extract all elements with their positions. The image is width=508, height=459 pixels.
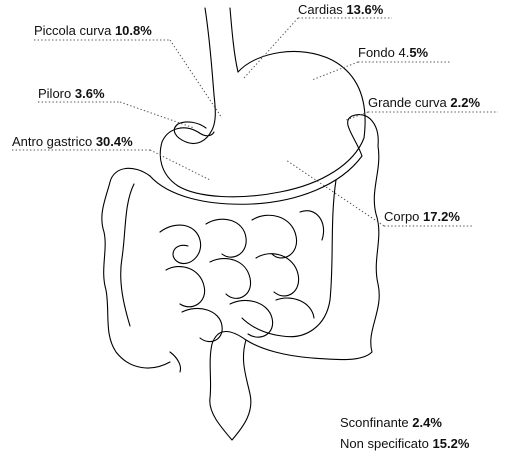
label-grande-curva: Grande curva 2.2% [368,95,480,110]
leader-cardias [244,18,298,78]
stomach [150,51,365,204]
label-non-specificato: Non specificato 15.2% [340,436,469,451]
leader-fondo [312,62,358,80]
label-antro-gastrico: Antro gastrico 30.4% [12,134,133,149]
label-fondo: Fondo 4.5% [358,45,428,60]
leader-antro-gastrico [150,150,210,180]
small-intestine [160,211,324,342]
label-piloro: Piloro 3.6% [38,86,105,101]
colon [102,115,379,372]
label-sconfinante: Sconfinante 2.4% [340,415,442,430]
leader-piloro [120,102,194,128]
rectum [210,332,251,441]
leader-piccola-curva [170,40,222,118]
esophagus [205,8,238,130]
label-corpo: Corpo 17.2% [384,209,460,224]
label-piccola-curva: Piccola curva 10.8% [34,23,152,38]
leader-lines [120,18,384,226]
label-cardias: Cardias 13.6% [298,2,383,17]
